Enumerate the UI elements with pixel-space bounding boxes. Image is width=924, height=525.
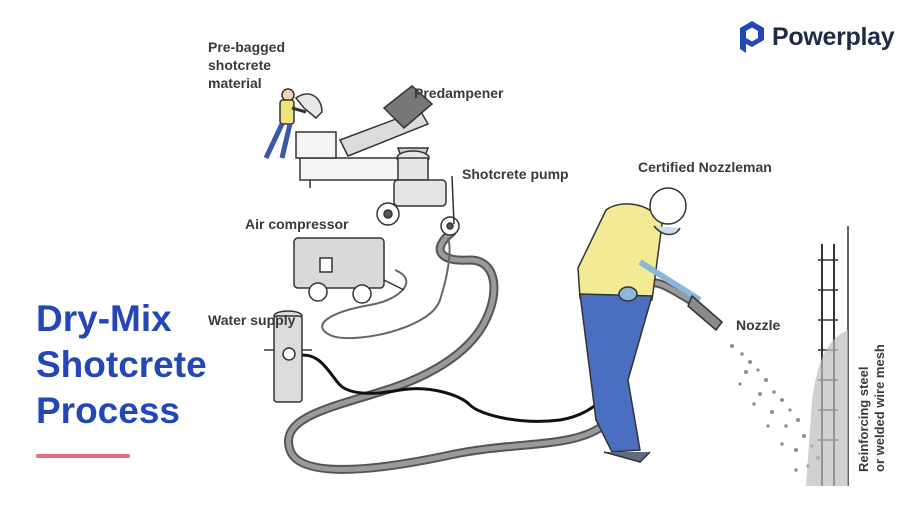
label-reinforcing-line2: or welded wire mesh xyxy=(872,344,887,472)
shotcrete-pump xyxy=(376,150,460,236)
title-underline xyxy=(36,454,130,458)
spray-pattern xyxy=(730,344,820,472)
nozzleman-figure xyxy=(577,187,702,463)
applied-shotcrete xyxy=(806,330,848,486)
title-line2: Shotcrete xyxy=(36,344,207,385)
brand-logo: Powerplay xyxy=(738,20,895,54)
label-predampener: Predampener xyxy=(414,85,504,101)
page-title: Dry-Mix Shotcrete Process xyxy=(36,296,207,434)
air-hose xyxy=(321,237,451,339)
title-line1: Dry-Mix xyxy=(36,298,172,339)
air-compressor xyxy=(293,237,405,304)
label-prebagged-line3: material xyxy=(208,75,262,91)
brand-name: Powerplay xyxy=(772,22,895,51)
label-prebagged-line2: shotcrete xyxy=(208,57,272,73)
label-air-compressor: Air compressor xyxy=(245,216,349,232)
label-prebagged-material: Pre-bagged shotcrete material xyxy=(208,38,285,92)
nozzle xyxy=(687,294,724,332)
label-nozzle: Nozzle xyxy=(736,317,781,333)
label-water-supply: Water supply xyxy=(208,312,296,328)
label-reinforcing-steel: Reinforcing steel or welded wire mesh xyxy=(856,344,888,472)
water-supply-tank xyxy=(264,310,312,403)
label-shotcrete-pump: Shotcrete pump xyxy=(462,166,569,182)
label-reinforcing-line1: Reinforcing steel xyxy=(856,366,871,472)
powerplay-logo-icon xyxy=(740,21,764,53)
label-certified-nozzleman: Certified Nozzleman xyxy=(638,159,772,175)
title-line3: Process xyxy=(36,390,180,431)
water-hose xyxy=(296,353,616,423)
worker-figure xyxy=(263,88,323,160)
label-prebagged-line1: Pre-bagged xyxy=(208,39,286,55)
predampener-machine xyxy=(295,85,434,188)
